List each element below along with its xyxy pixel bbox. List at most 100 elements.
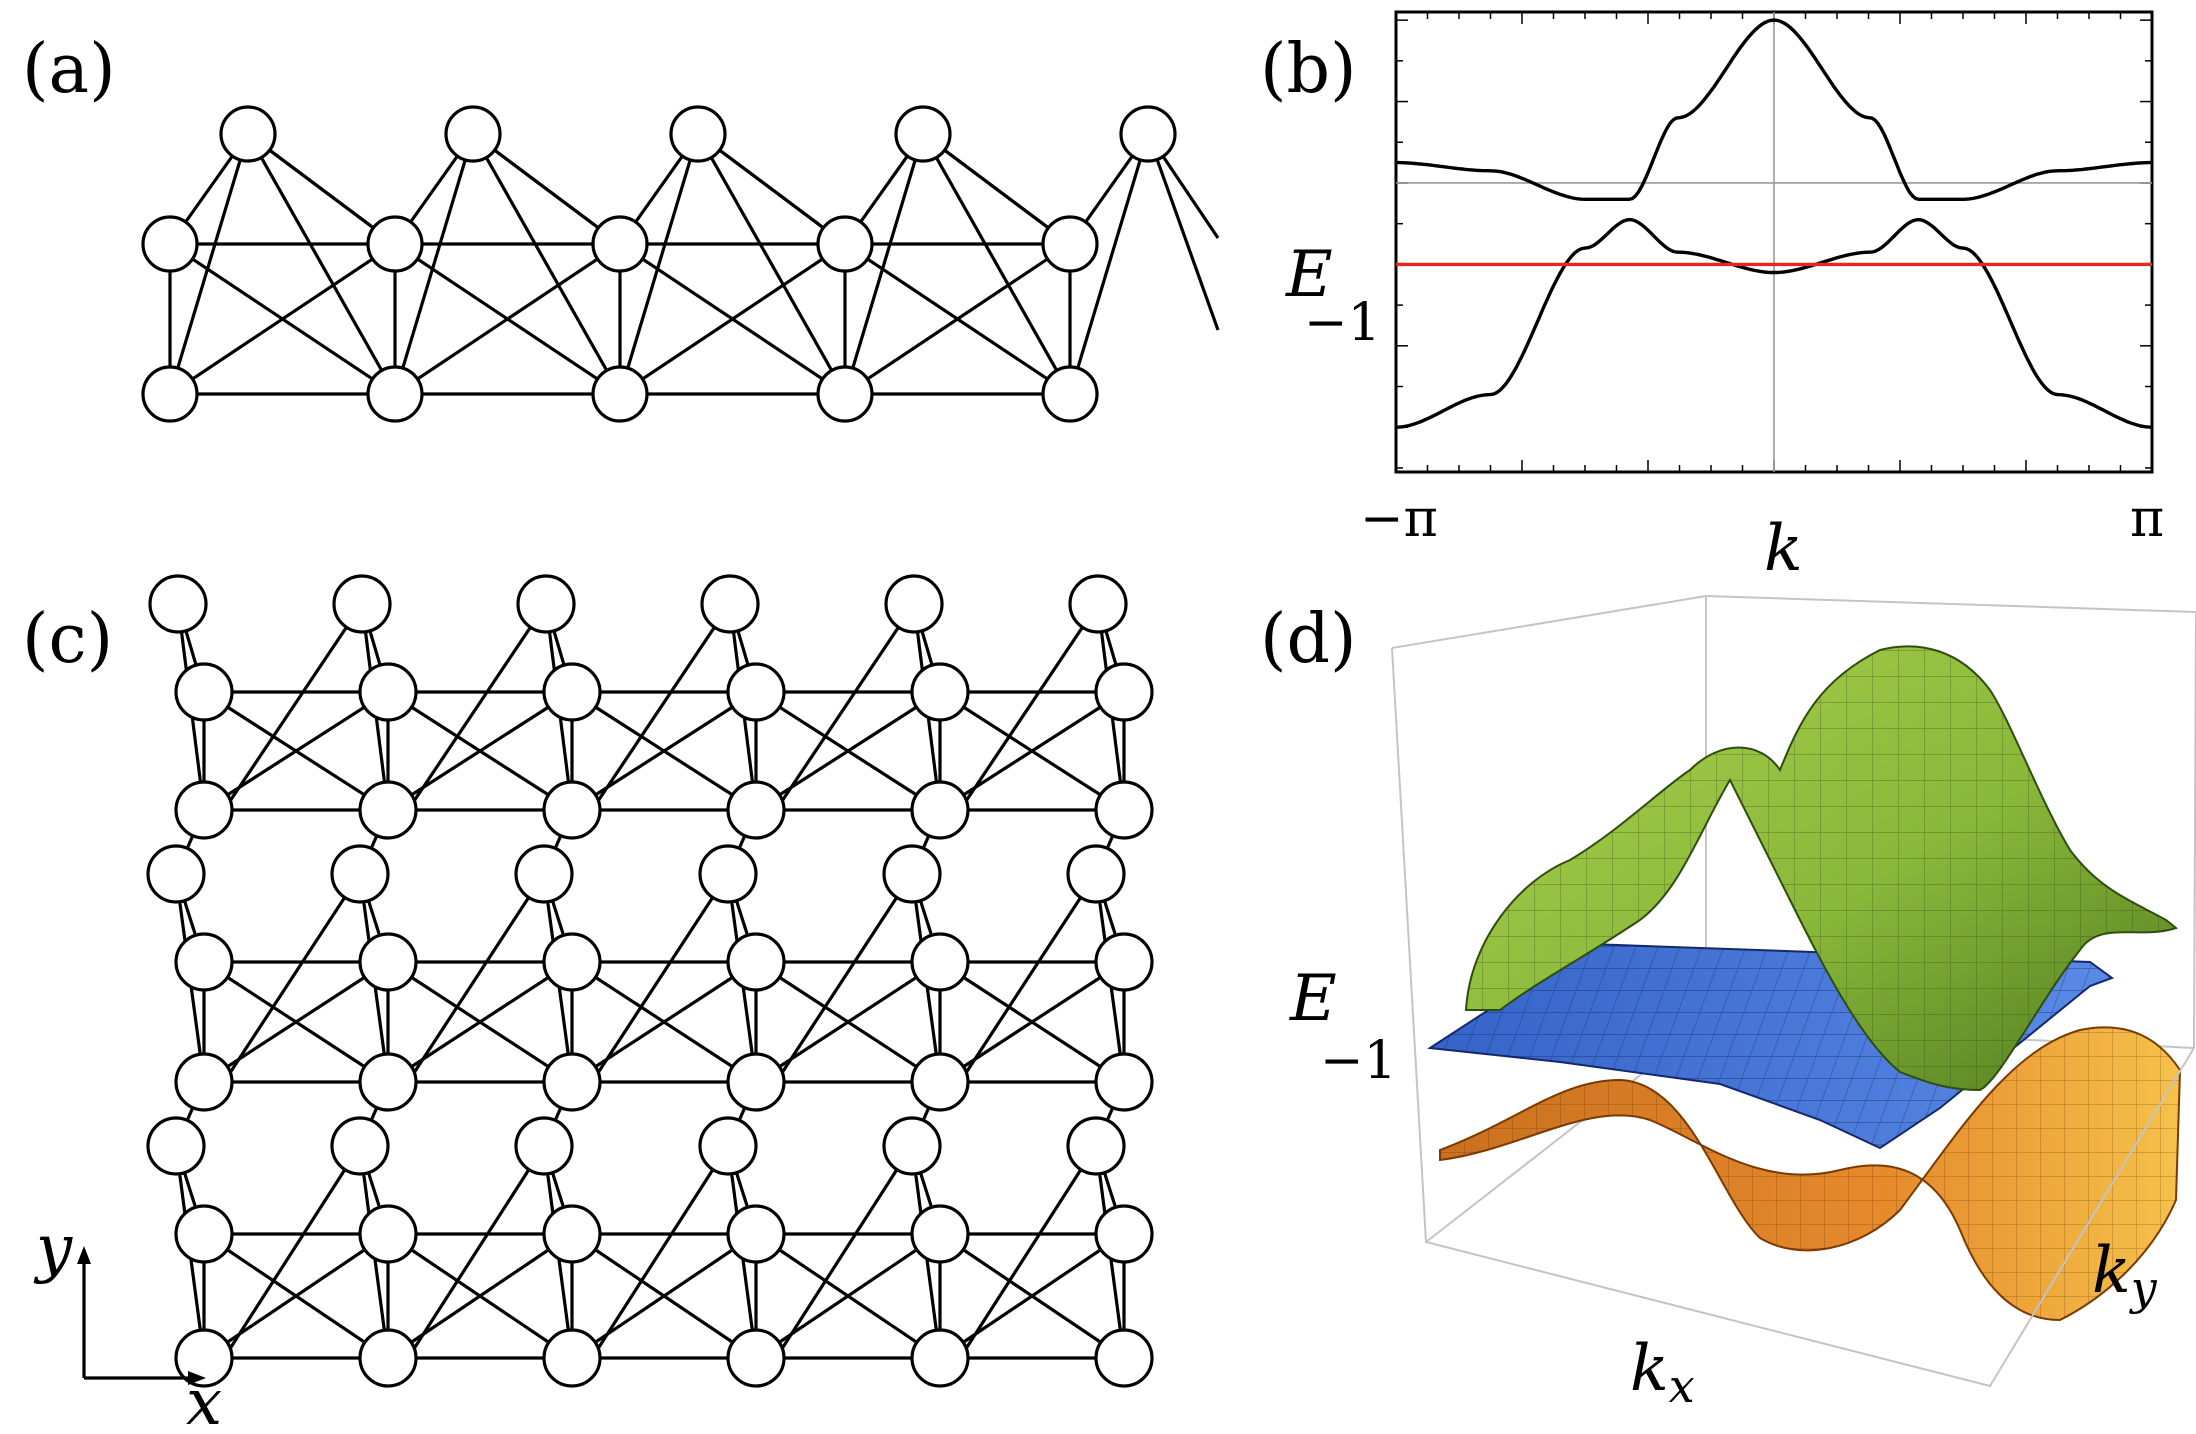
lattice-2d-site	[330, 844, 390, 904]
e-tick-label-minus-one: −1	[1304, 293, 1381, 353]
lattice-2d	[146, 574, 1154, 1388]
lattice-2d-site	[358, 1052, 418, 1112]
lattice-1d-bond	[247, 132, 396, 246]
k-tick-label-minus-pi: −π	[1360, 489, 1438, 549]
lattice-2d-bond	[571, 1232, 757, 1360]
lattice-1d-site	[141, 215, 199, 273]
lattice-2d-bond	[590, 603, 732, 811]
lattice-2d-bond	[387, 690, 573, 812]
lattice-2d-bond	[958, 873, 1098, 1083]
lattice-2d-site	[174, 1204, 234, 1264]
lattice-2d-site	[726, 1052, 786, 1112]
lattice-2d-site	[542, 662, 602, 722]
lattice-2d-site	[358, 780, 418, 840]
lattice-2d-site	[148, 574, 208, 634]
lattice-2d-bond	[222, 873, 362, 1083]
band-line-1	[1396, 18, 2152, 201]
lattice-2d-site	[1094, 662, 1154, 722]
lower-band-mesh	[1440, 1027, 2180, 1320]
lattice-2d-site	[1094, 1204, 1154, 1264]
lattice-1d-bond	[169, 242, 396, 396]
lattice-2d-bond	[774, 1145, 914, 1359]
lattice-2d-bond	[387, 960, 573, 1084]
lattice-2d-bond	[590, 873, 730, 1083]
band-plot: E −1 −π π k	[1285, 10, 2164, 586]
lattice-2d-bond	[958, 603, 1100, 811]
lattice-2d-bond	[387, 1232, 573, 1360]
lattice-1d-site	[444, 105, 502, 163]
lattice-2d-site	[174, 1052, 234, 1112]
y-axis-label: y	[33, 1212, 73, 1286]
lattice-2d-bond	[222, 1145, 362, 1359]
lattice-2d-site	[1068, 574, 1128, 634]
lattice-2d-site	[358, 932, 418, 992]
lattice-2d-site	[910, 1204, 970, 1264]
upper-band-mesh	[1466, 646, 2176, 1090]
lattice-2d-site	[516, 574, 576, 634]
panel-label-a: (a)	[22, 30, 116, 109]
lattice-1d-site	[1041, 365, 1099, 423]
lattice-2d-bond	[406, 603, 548, 811]
lattice-2d-bond	[203, 960, 389, 1084]
lattice-2d-site	[174, 780, 234, 840]
lattice-1d-site	[141, 365, 199, 423]
box-front-bottom-edges	[1391, 647, 2195, 1388]
lattice-1d-bond	[844, 242, 1071, 396]
e-tick-label-minus-one-3d: −1	[1320, 1031, 1397, 1091]
lattice-2d-site	[882, 1116, 942, 1176]
lattice-1d-site	[816, 215, 874, 273]
lattice-2d-bond	[939, 1232, 1125, 1360]
lattice-2d-site	[542, 1052, 602, 1112]
panel-label-d: (d)	[1260, 600, 1357, 679]
lattice-2d-site	[174, 662, 234, 722]
lattice-1d-bond	[619, 242, 846, 396]
lattice-2d-site	[1094, 1052, 1154, 1112]
lattice-2d-bond	[755, 1232, 941, 1360]
lattice-1d-bond	[394, 242, 621, 396]
lattice-1d-site	[219, 105, 277, 163]
lattice-1d-bond	[246, 133, 397, 395]
lattice-1d-bond	[921, 133, 1072, 395]
lattice-1d-bond	[168, 133, 250, 395]
kx-axis-label: kx	[1630, 1332, 1695, 1413]
lattice-1d-site	[816, 365, 874, 423]
lattice-2d-bond	[571, 690, 757, 812]
lattice-1d-bond	[618, 133, 700, 395]
e-axis-label-3d: E	[1289, 962, 1337, 1036]
lattice-2d-site	[910, 1052, 970, 1112]
lattice-2d-site	[542, 932, 602, 992]
lattice-1d-bond	[1068, 133, 1150, 395]
lattice-2d-bond	[203, 690, 389, 812]
lattice-1d-site	[1119, 105, 1177, 163]
lattice-1d-bond	[471, 133, 622, 395]
lattice-2d-bond	[939, 960, 1125, 1084]
lattice-2d-site	[1066, 844, 1126, 904]
lattice-2d-site	[1094, 932, 1154, 992]
lattice-1d-site	[366, 215, 424, 273]
lattice-2d-site	[358, 1328, 418, 1388]
lattice-2d-site	[542, 1328, 602, 1388]
lattice-2d-site	[358, 662, 418, 722]
lattice-1d-bond	[696, 133, 847, 395]
x-axis-label: x	[186, 1366, 222, 1434]
y-arrowhead-icon	[77, 1246, 91, 1264]
k-tick-label-pi: π	[2130, 489, 2164, 549]
lattice-1d-bond	[843, 133, 925, 395]
lattice-2d-site	[146, 844, 206, 904]
lattice-2d-site	[726, 780, 786, 840]
lattice-2d-bond	[939, 690, 1125, 812]
lattice-2d-bond	[590, 1145, 730, 1359]
lattice-1d-site	[366, 365, 424, 423]
lattice-2d-site	[146, 1116, 206, 1176]
lattice-2d-site	[1094, 780, 1154, 840]
lattice-1d-bond	[393, 133, 475, 395]
lattice-2d-site	[700, 574, 760, 634]
lattice-2d-site	[330, 1116, 390, 1176]
surface-plot: E −1 kx ky	[1289, 594, 2196, 1413]
lattice-2d-site	[542, 780, 602, 840]
lattice-2d-bond	[755, 690, 941, 812]
lattice-2d-site	[910, 932, 970, 992]
lattice-1d-bond	[1146, 133, 1220, 331]
lattice-2d-bond	[755, 960, 941, 1084]
lattice-2d-site	[726, 932, 786, 992]
